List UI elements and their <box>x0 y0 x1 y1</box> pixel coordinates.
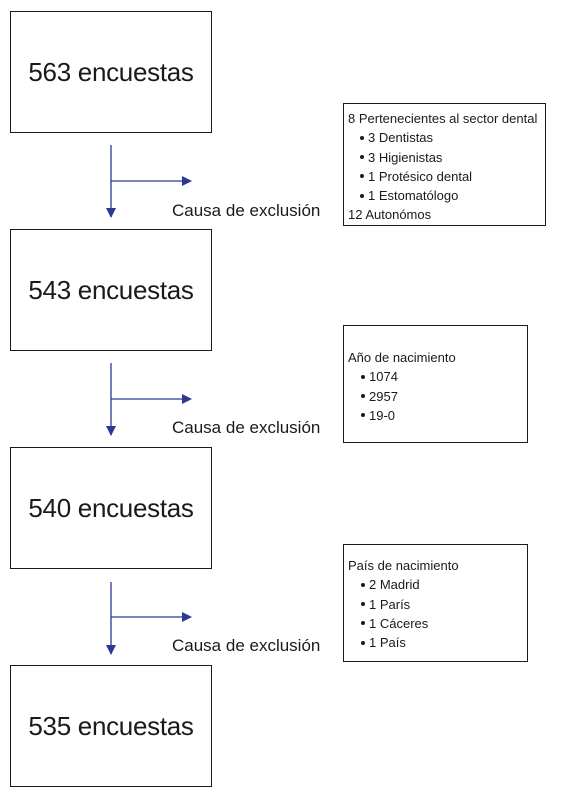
detail-item-text: 2 Madrid <box>369 577 420 593</box>
detail-item: 3 Higienistas <box>348 148 541 167</box>
exclusion-cause-label-2: Causa de exclusión <box>172 418 321 437</box>
detail-item-text: 1 París <box>369 596 411 612</box>
bullet-icon <box>361 621 365 626</box>
detail-heading: Año de nacimiento <box>348 350 456 365</box>
detail-item-text: 19-0 <box>369 407 396 423</box>
detail-footer: 12 Autonómos <box>348 207 432 223</box>
exclusion-details-box-2: Año de nacimiento 1074 2957 19-0 <box>343 325 528 443</box>
detail-heading: País de nacimiento <box>348 558 459 573</box>
detail-item-text: 3 Higienistas <box>368 149 443 165</box>
detail-item: 1 París <box>348 595 523 614</box>
survey-count-box-3: 540 encuestas <box>10 447 212 569</box>
survey-count-label: 543 encuestas <box>28 274 194 305</box>
bullet-icon <box>361 602 365 607</box>
bullet-icon <box>361 640 365 645</box>
bullet-icon <box>361 582 365 587</box>
detail-item: 2 Madrid <box>348 575 523 594</box>
bullet-icon <box>360 155 364 160</box>
detail-item-text: 3 Dentistas <box>368 130 434 146</box>
bullet-icon <box>361 413 365 418</box>
exclusion-cause-label-3: Causa de exclusión <box>172 636 321 655</box>
detail-item-text: 1 Protésico dental <box>368 168 473 184</box>
survey-count-label: 540 encuestas <box>28 492 194 523</box>
bullet-icon <box>360 135 364 140</box>
detail-item: 1074 <box>348 367 523 386</box>
detail-item-text: 1074 <box>369 369 398 385</box>
detail-heading: 8 Pertenecientes al sector dental <box>348 111 538 126</box>
survey-count-label: 563 encuestas <box>28 56 194 87</box>
survey-count-label: 535 encuestas <box>28 710 194 741</box>
detail-item: 1 Protésico dental <box>348 167 541 186</box>
exclusion-cause-label-1: Causa de exclusión <box>172 201 321 220</box>
exclusion-details-box-3: País de nacimiento 2 Madrid 1 París 1 Cá… <box>343 544 528 662</box>
detail-item-text: 1 Estomatólogo <box>368 188 459 204</box>
bullet-icon <box>360 193 364 198</box>
bullet-icon <box>360 174 364 179</box>
survey-count-box-1: 563 encuestas <box>10 11 212 133</box>
detail-item-text: 2957 <box>369 388 398 404</box>
bullet-icon <box>361 394 365 399</box>
survey-count-box-4: 535 encuestas <box>10 665 212 787</box>
detail-item: 1 Cáceres <box>348 614 523 633</box>
exclusion-details-box-1: 8 Pertenecientes al sector dental 3 Dent… <box>343 103 546 226</box>
detail-item: 1 Estomatólogo <box>348 186 541 205</box>
detail-item: 1 País <box>348 633 523 652</box>
detail-item-text: 1 País <box>369 635 406 651</box>
survey-count-box-2: 543 encuestas <box>10 229 212 351</box>
detail-item: 19-0 <box>348 406 523 425</box>
bullet-icon <box>361 374 365 379</box>
detail-item-text: 1 Cáceres <box>369 615 429 631</box>
detail-item: 3 Dentistas <box>348 128 541 147</box>
detail-item: 2957 <box>348 387 523 406</box>
